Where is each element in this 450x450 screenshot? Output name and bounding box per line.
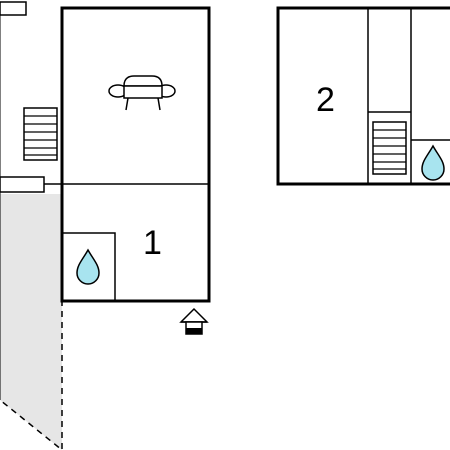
main-building-outline xyxy=(60,6,211,303)
water-drop-icon xyxy=(421,144,445,181)
room-number-1: 1 xyxy=(143,224,162,262)
room-number-2: 2 xyxy=(316,81,335,119)
entrance-icon xyxy=(179,307,209,335)
second-building-outline xyxy=(276,6,450,186)
sofa-icon xyxy=(108,75,176,111)
terrace-area xyxy=(0,194,62,450)
stairs-icon xyxy=(372,121,407,175)
water-drop-icon xyxy=(76,248,100,285)
balcony-stub-mid xyxy=(0,176,45,193)
balcony-stub-top xyxy=(0,1,27,16)
stairs-icon xyxy=(23,107,58,161)
terrace-edge-dashed xyxy=(0,300,63,450)
bathroom-box-1 xyxy=(61,232,116,302)
